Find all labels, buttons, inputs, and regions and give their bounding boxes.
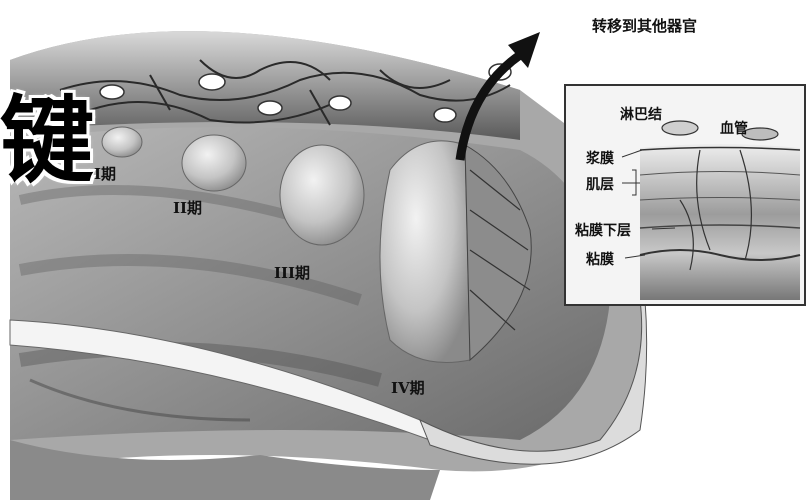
tumor-stage-1 [102, 127, 142, 157]
colon-tube [10, 31, 647, 500]
inset-mucosa-label: 粘膜 [586, 249, 614, 269]
overlay-character: 键 [0, 95, 94, 189]
stage-2-label: II期 [173, 197, 202, 218]
inset-muscle-layer-label: 肌层 [586, 174, 614, 194]
inset-submucosa-label: 粘膜下层 [575, 220, 631, 240]
stage-4-label: IV期 [391, 377, 425, 398]
tumor-stage-3 [280, 145, 364, 245]
metastasis-label: 转移到其他器官 [592, 15, 697, 36]
tissue-layer-inset [565, 85, 805, 305]
stage-3-label: III期 [274, 262, 310, 283]
stage-1-label: I期 [94, 163, 116, 184]
inset-serosa-label: 浆膜 [586, 148, 614, 168]
inset-lymph-node-label: 淋巴结 [620, 104, 662, 124]
inset-blood-vessel-label: 血管 [720, 118, 748, 138]
inset-lymph-node [662, 121, 698, 135]
tumor-stage-2 [182, 135, 246, 191]
